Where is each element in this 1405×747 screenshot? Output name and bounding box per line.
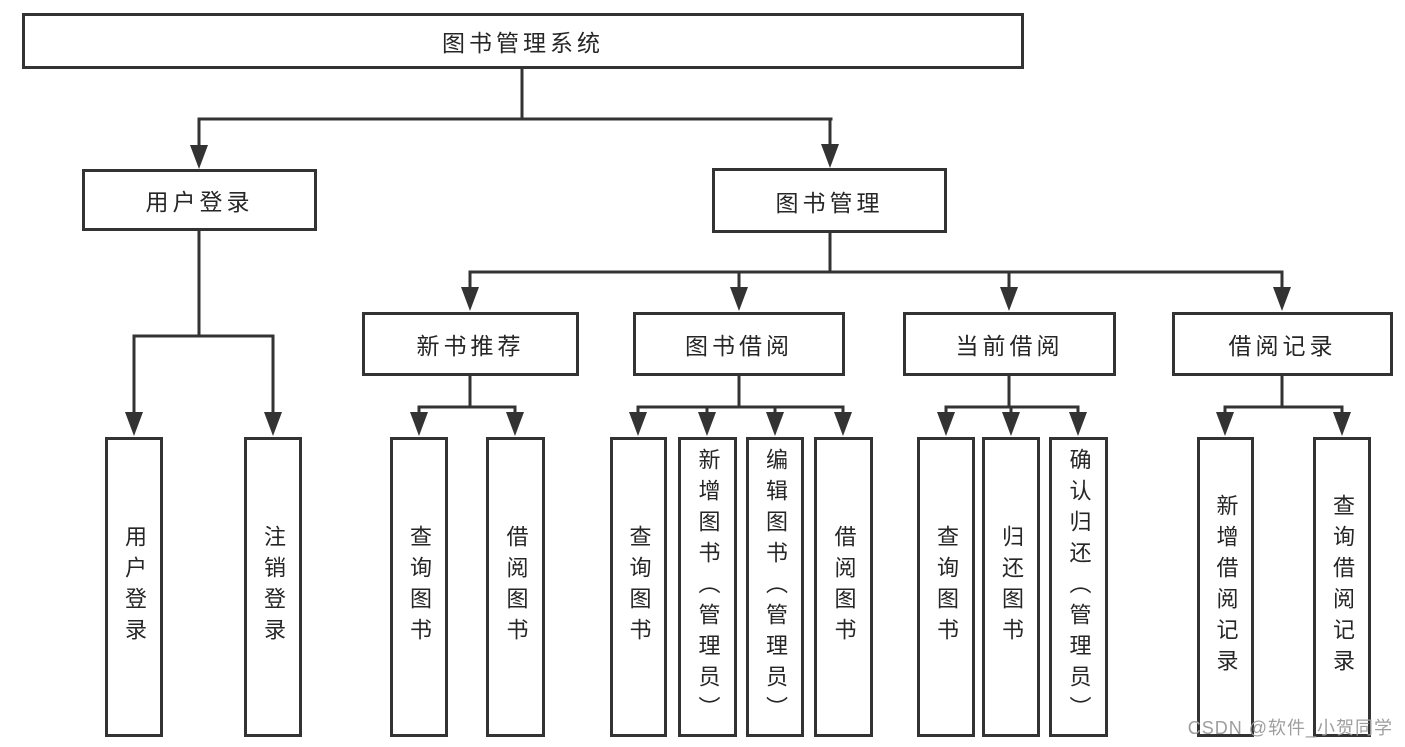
node-new-book-recommendation: 新书推荐: [362, 312, 579, 376]
leaf-query-books-recommend: 查询图书: [390, 437, 448, 737]
connector-root-branch: [197, 66, 833, 147]
node-current-borrowing: 当前借阅: [903, 312, 1116, 376]
leaf-confirm-return-admin: 确认归还（管理员）: [1049, 437, 1108, 737]
leaf-borrow-books-recommend: 借阅图书: [486, 437, 545, 737]
node-book-borrowing: 图书借阅: [633, 312, 845, 376]
node-book-management: 图书管理: [712, 168, 947, 233]
leaf-query-borrow-record: 查询借阅记录: [1313, 437, 1371, 737]
node-borrowing-records: 借阅记录: [1172, 312, 1393, 376]
connector-level2-branches: [132, 229, 1284, 413]
leaf-add-borrow-record: 新增借阅记录: [1197, 437, 1254, 737]
leaf-query-books-current: 查询图书: [917, 437, 975, 737]
node-user-login: 用户登录: [82, 169, 317, 231]
leaf-edit-books-admin: 编辑图书（管理员）: [746, 437, 804, 737]
leaf-query-books-borrowing: 查询图书: [610, 437, 667, 737]
leaf-return-books: 归还图书: [982, 437, 1040, 737]
leaf-user-login: 用户登录: [105, 437, 163, 737]
leaf-borrow-books-borrowing: 借阅图书: [814, 437, 873, 737]
connector-level3-branches: [417, 374, 1344, 413]
watermark: CSDN @软件_小贺同学: [1187, 718, 1393, 738]
node-library-system: 图书管理系统: [22, 13, 1024, 69]
leaf-logout: 注销登录: [244, 437, 302, 737]
arrow-down-icons: [125, 144, 1351, 436]
leaf-add-books-admin: 新增图书（管理员）: [678, 437, 737, 737]
